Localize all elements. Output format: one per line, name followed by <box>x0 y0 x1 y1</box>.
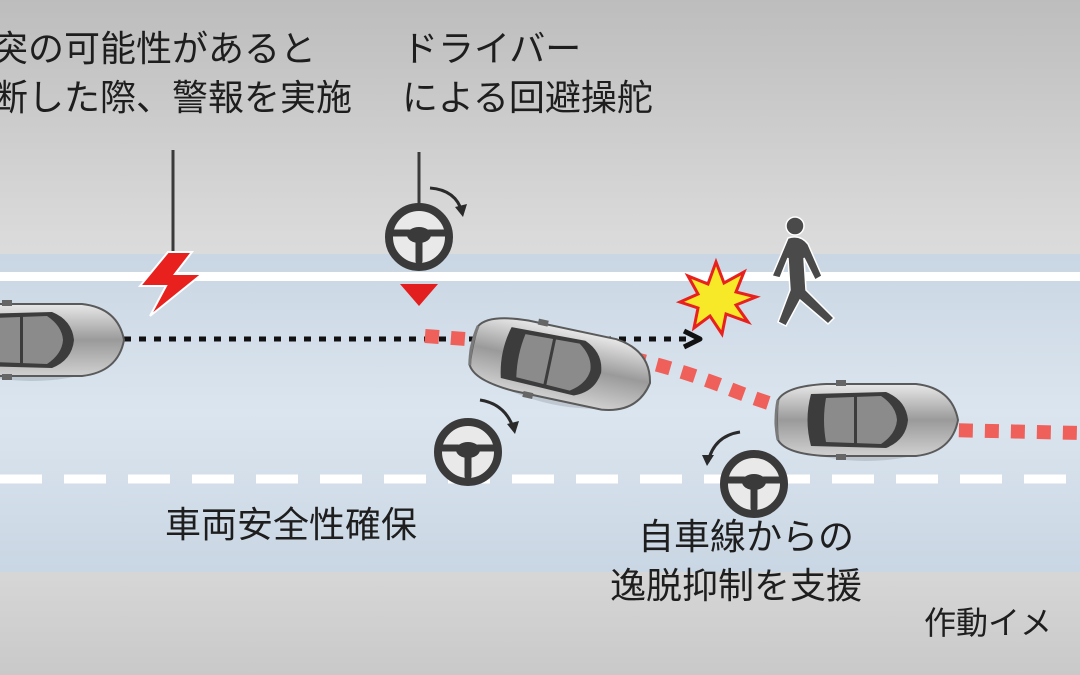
steering-wheel-icon <box>438 422 498 482</box>
warning-label-line-1: 突の可能性があると <box>0 29 317 70</box>
steering-wheel-icon <box>724 454 784 514</box>
driver-steer-label: ドライバー による回避操舵 <box>402 26 653 123</box>
warning-label: 突の可能性があると 断した際、警報を実施 <box>0 26 352 123</box>
caption: 作動イメ <box>924 604 1053 642</box>
collision-burst-icon <box>675 257 761 338</box>
marker-triangle <box>400 284 438 306</box>
warning-label-line-2: 断した際、警報を実施 <box>0 77 353 119</box>
driver-steer-label-line-2: による回避操舵 <box>402 77 653 119</box>
pedestrian-icon <box>770 216 836 327</box>
lane-departure-label-line-2: 逸脱抑制を支援 <box>610 565 863 607</box>
lane-line-solid <box>0 272 1080 281</box>
lightning-bolt-icon <box>137 251 205 317</box>
lane-departure-label: 自車線からの 逸脱抑制を支援 <box>610 514 862 611</box>
car-icon <box>772 378 960 463</box>
steering-wheel-icon <box>389 207 449 267</box>
lane-departure-label-line-1: 自車線からの <box>638 517 855 558</box>
planned-path-arrowhead <box>682 328 703 350</box>
driver-steer-label-line-1: ドライバー <box>402 29 582 70</box>
car-icon <box>0 298 126 383</box>
vehicle-stability-label: 車両安全性確保 <box>165 505 418 546</box>
